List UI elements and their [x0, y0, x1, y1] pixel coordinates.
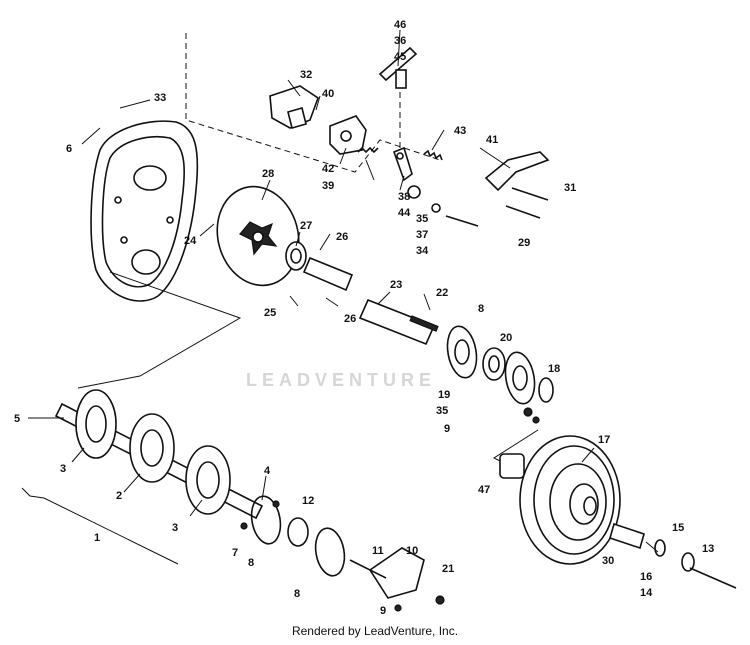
hub	[285, 241, 307, 271]
callout-15: 15	[672, 522, 684, 534]
spacer-30	[609, 522, 645, 550]
callout-38: 38	[398, 191, 410, 203]
callout-6: 6	[66, 143, 72, 155]
brake-lever	[392, 146, 413, 182]
chaincase-housing	[90, 120, 199, 302]
callout-31: 31	[564, 182, 576, 194]
callout-45: 45	[394, 51, 406, 63]
callout-19: 19	[438, 389, 450, 401]
callout-47: 47	[478, 484, 490, 496]
callout-21: 21	[442, 563, 454, 575]
brake-bracket	[269, 85, 319, 129]
callout-24: 24	[184, 235, 197, 247]
callout-39: 39	[322, 180, 334, 192]
callout-13: 13	[702, 543, 714, 555]
callout-35-top: 35	[416, 213, 428, 225]
drive-axle	[54, 389, 264, 520]
callout-9-top: 9	[444, 423, 450, 435]
callout-25: 25	[264, 307, 276, 319]
brace-item-1	[21, 487, 179, 565]
brake-caliper	[329, 115, 367, 155]
callout-3-left: 3	[60, 463, 66, 475]
watermark: LEADVENTURE	[246, 370, 437, 390]
callout-12: 12	[302, 495, 314, 507]
callout-32: 32	[300, 69, 312, 81]
brake-disc	[216, 185, 300, 287]
callout-10: 10	[406, 545, 418, 557]
callout-17: 17	[598, 434, 610, 446]
callout-30: 30	[602, 555, 614, 567]
bearing-flange-left	[240, 495, 445, 612]
callout-37: 37	[416, 229, 428, 241]
bolt-34	[445, 215, 479, 227]
footer-credit: Rendered by LeadVenture, Inc.	[291, 624, 459, 638]
callout-8-top: 8	[478, 303, 484, 315]
callout-20: 20	[500, 332, 512, 344]
callout-27: 27	[300, 220, 312, 232]
callout-1: 1	[94, 532, 100, 544]
washer-35	[431, 203, 441, 213]
callout-5: 5	[14, 413, 20, 425]
bolt-29	[505, 205, 541, 219]
callout-28: 28	[262, 168, 274, 180]
callout-4: 4	[264, 465, 271, 477]
callout-2: 2	[116, 490, 122, 502]
callout-35-bottom: 35	[436, 405, 448, 417]
callout-33: 33	[154, 92, 166, 104]
driven-pulley	[519, 435, 621, 565]
mount-bracket	[484, 151, 550, 192]
washer-14	[681, 552, 695, 572]
jackshaft	[302, 256, 439, 346]
callout-40: 40	[322, 88, 334, 100]
callout-26-bottom: 26	[344, 313, 356, 325]
callout-44: 44	[398, 207, 411, 219]
callout-36: 36	[394, 35, 406, 47]
callout-14: 14	[640, 587, 653, 599]
callout-8-bottom: 8	[294, 588, 300, 600]
callout-18: 18	[548, 363, 560, 375]
callout-41: 41	[486, 134, 498, 146]
spring-39	[357, 146, 379, 154]
callout-16: 16	[640, 571, 652, 583]
bolt-31	[511, 187, 549, 201]
callout-42: 42	[322, 163, 334, 175]
callout-34: 34	[416, 245, 429, 257]
callout-46: 46	[394, 19, 406, 31]
spring-43	[423, 149, 443, 161]
callout-7: 7	[232, 547, 238, 559]
callout-29: 29	[518, 237, 530, 249]
callout-9-bottom: 9	[380, 605, 386, 617]
housing-connector-line	[77, 271, 242, 389]
bearing-flange-right	[446, 325, 554, 424]
callout-23: 23	[390, 279, 402, 291]
washer-44	[407, 185, 421, 199]
callout-22: 22	[436, 287, 448, 299]
brake-rod-clevis	[378, 46, 418, 89]
callout-labels: 46 36 45 32 40 33 6 43 41 42 39 38 44 31…	[14, 19, 714, 617]
leader-lines	[28, 29, 659, 553]
callout-26-top: 26	[336, 231, 348, 243]
spacer-47	[499, 453, 525, 479]
bolt-13	[689, 567, 737, 589]
washer-15	[654, 539, 666, 557]
callout-3-right: 3	[172, 522, 178, 534]
callout-8-mid: 8	[248, 557, 254, 569]
callout-11: 11	[372, 545, 384, 557]
callout-43: 43	[454, 125, 466, 137]
